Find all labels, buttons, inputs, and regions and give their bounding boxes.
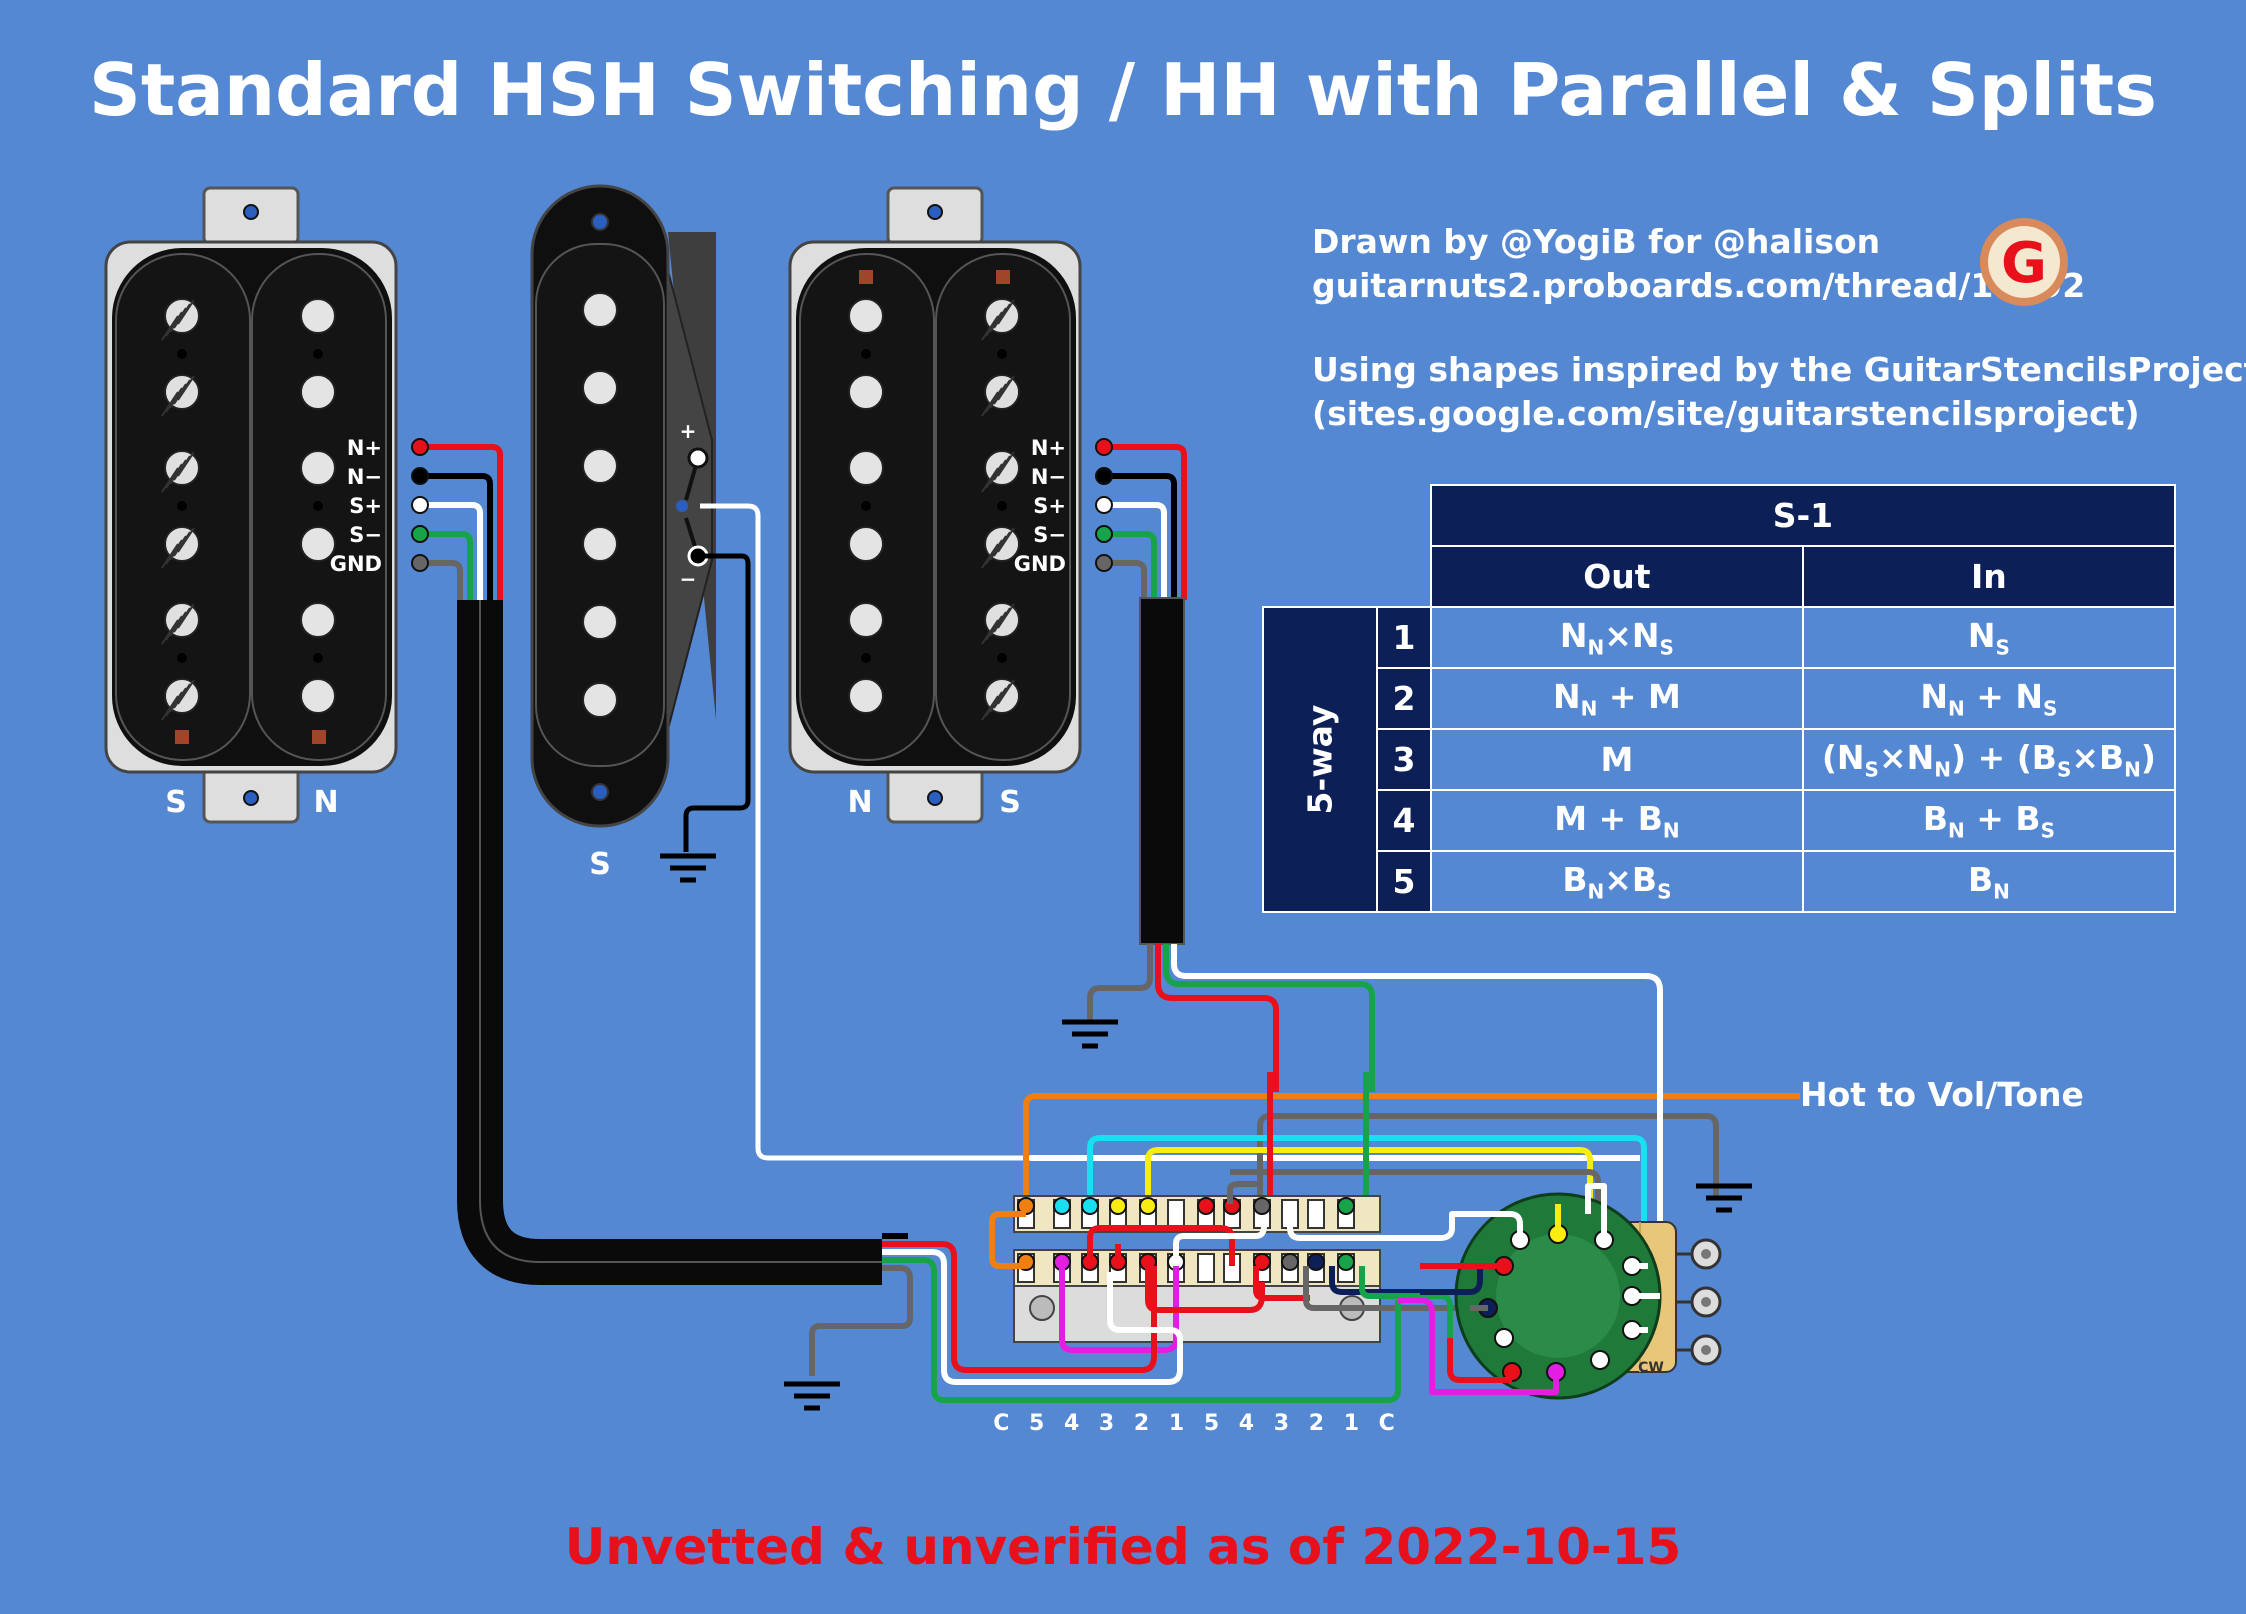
row-in: BN [1801,850,2176,913]
switch-lug [1307,1199,1325,1229]
left-hb-coil-s-label: S [165,785,187,820]
single-coil-minus-label: − [680,567,697,591]
slug-pole-icon [300,678,336,714]
switch-lug [1197,1253,1215,1283]
credit-stencils-url: (sites.google.com/site/guitarstencilspro… [1312,394,2140,433]
slug-pole-icon [848,526,884,562]
pcb-pad [1494,1328,1514,1348]
pcb-pad [1590,1350,1610,1370]
slug-pole-icon [848,374,884,410]
guitarnuts-logo: G [1980,218,2068,306]
footer-warning: Unvetted & unverified as of 2022-10-15 [564,1518,1682,1576]
row-out: NN + M [1429,667,1804,730]
row-pos: 4 [1375,789,1432,852]
slug-pole-icon [582,292,618,328]
single-coil-label: S [589,847,611,882]
row-out: M + BN [1429,789,1804,852]
left-cable-ground-symbol [784,1381,840,1411]
middle-single-coil [530,184,716,828]
slug-pole-icon [848,450,884,486]
slug-pole-icon [300,602,336,638]
logo-letter: G [2001,231,2047,296]
right-humbucker [788,186,1082,824]
output-label: Hot to Vol/Tone [1800,1075,2084,1114]
row-pos: 5 [1375,850,1432,913]
row-out: BN×BS [1429,850,1804,913]
slug-pole-icon [582,604,618,640]
right-hb-ground-symbol [1062,1019,1118,1049]
s1-table: S-1 Out In 5-way 1 NN×NS NS 2 NN + M NN … [1262,484,2176,913]
left-hb-label-n-plus: N+ [347,436,382,460]
s1-title: S-1 [1429,484,2176,547]
left-hb-label-s-plus: S+ [349,494,382,518]
left-humbucker [104,186,398,824]
right-hb-coil-n-label: N [847,785,872,820]
slug-pole-icon [848,602,884,638]
s1-col-in: In [1801,545,2176,608]
switch-lug [1167,1199,1185,1229]
left-hb-label-s-minus: S− [349,523,382,547]
row-out: NN×NS [1429,606,1804,669]
slug-pole-icon [848,678,884,714]
row-in: NS [1801,606,2176,669]
slug-pole-icon [582,526,618,562]
slug-pole-icon [582,448,618,484]
slug-pole-icon [848,298,884,334]
table-row: 5 BN×BS BN [1263,850,2176,913]
slug-pole-icon [300,526,336,562]
right-hb-coil-s-label: S [999,785,1021,820]
left-hb-label-gnd: GND [330,552,382,576]
slug-pole-icon [300,374,336,410]
credit-thread: guitarnuts2.proboards.com/thread/10092 [1312,266,2086,305]
switch-ground-symbol [1696,1183,1752,1213]
right-hb-label-n-plus: N+ [1031,436,1066,460]
single-coil-plus-label: + [680,419,697,443]
slug-pole-icon [300,298,336,334]
s1-col-out: Out [1429,545,1804,608]
rotary-pcb [1454,1192,1722,1400]
right-hb-label-s-minus: S− [1033,523,1066,547]
table-row: 2 NN + M NN + NS [1263,667,2176,730]
pot-cw-label: CW [1638,1360,1664,1376]
row-in: NN + NS [1801,667,2176,730]
sc-ground-symbol [660,853,716,883]
credit-author: Drawn by @YogiB for @halison [1312,222,1881,261]
right-hb-label-gnd: GND [1014,552,1066,576]
slug-pole-icon [582,682,618,718]
row-pos: 3 [1375,728,1432,791]
row-in: BN + BS [1801,789,2176,852]
right-hb-label-s-plus: S+ [1033,494,1066,518]
s1-side-label: 5-way [1300,704,1340,815]
row-pos: 2 [1375,667,1432,730]
left-hb-label-n-minus: N− [347,465,382,489]
credit-stencils: Using shapes inspired by the GuitarStenc… [1312,350,2246,389]
switch-lug-labels: C 5 4 3 2 1 5 4 3 2 1 C [993,1411,1401,1436]
right-hb-label-n-minus: N− [1031,465,1066,489]
slug-pole-icon [300,450,336,486]
row-in: (NS×NN) + (BS×BN) [1801,728,2176,791]
row-out: M [1429,728,1804,791]
table-row: 5-way 1 NN×NS NS [1262,606,2176,913]
table-row: 3 M (NS×NN) + (BS×BN) [1263,728,2176,791]
five-way-switch [1013,1195,1381,1343]
slug-pole-icon [582,370,618,406]
left-hb-coil-n-label: N [313,785,338,820]
page-title: Standard HSH Switching / HH with Paralle… [89,48,2157,132]
table-row: 4 M + BN BN + BS [1263,789,2176,852]
row-pos: 1 [1375,606,1432,669]
